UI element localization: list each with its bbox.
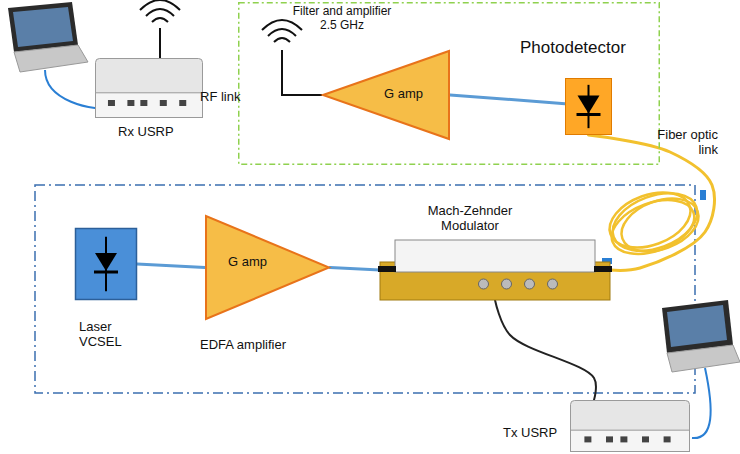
amplifier-triangle: G amp <box>322 50 450 140</box>
usrp-device-outline <box>95 58 203 118</box>
node-label: Tx USRP <box>503 426 569 441</box>
graphic-part <box>571 401 690 452</box>
graphic-part <box>667 345 740 372</box>
graphic-part <box>594 266 612 272</box>
node-label: Photodetector <box>520 38 660 58</box>
laser-box-outline <box>75 228 137 300</box>
graphic-part <box>108 100 115 106</box>
graphic-part <box>96 59 203 118</box>
graphic-part <box>502 279 512 289</box>
photodetector-box-outline <box>565 78 612 135</box>
signal-link <box>450 95 565 104</box>
graphic-part <box>14 45 88 72</box>
graphic-part <box>239 3 660 165</box>
node-label: G amp <box>384 87 444 102</box>
graphic-part <box>577 113 601 116</box>
graphic-part <box>268 29 296 36</box>
graphic-part <box>140 100 147 106</box>
graphic-part <box>159 28 161 58</box>
amplifier-triangle-outline <box>205 215 330 320</box>
laptop-icon <box>8 2 88 72</box>
graphic-part <box>206 216 329 319</box>
graphic-part <box>667 305 727 347</box>
node-label: Laser VCSEL <box>79 320 139 350</box>
fiber-coil <box>602 182 706 264</box>
link-label: RF link <box>200 90 260 105</box>
graphic-part <box>604 190 701 265</box>
graphic-part <box>395 240 595 272</box>
graphic-part <box>127 100 134 106</box>
signal-link <box>137 264 205 268</box>
node-label: Filter and amplifier 2.5 GHz <box>283 5 401 33</box>
graphic-part <box>642 436 649 442</box>
graphic-part <box>94 271 118 274</box>
graphic-part <box>95 253 117 271</box>
antenna-symbol <box>140 0 180 58</box>
signal-link <box>330 268 380 271</box>
graphic-part <box>76 229 137 300</box>
graphic-part <box>262 20 302 30</box>
graphic-part <box>179 100 186 106</box>
antenna-symbol <box>262 20 322 95</box>
modulator-device: Mach-Zehnder Modulator <box>380 240 610 300</box>
graphic-part <box>274 38 290 42</box>
usrp-device-outline <box>570 400 690 452</box>
fiber-connector <box>700 190 706 200</box>
graphic-part <box>282 50 322 95</box>
graphic-part <box>146 9 174 16</box>
amplifier-triangle: G ampEDFA amplifier <box>205 215 330 320</box>
node-label: Rx USRP <box>118 125 208 140</box>
receiver-group: Filter and amplifier 2.5 GHz G amp Photode… <box>238 2 660 165</box>
laptop-icon <box>662 300 740 372</box>
graphic-part <box>566 79 612 135</box>
graphic-part <box>152 18 168 22</box>
graphic-part <box>378 266 396 272</box>
graphic-part <box>13 7 73 47</box>
node-label: G amp <box>228 255 288 270</box>
network-cable <box>692 368 711 438</box>
node-label: EDFA amplifier <box>200 338 330 353</box>
graphic-part <box>548 279 558 289</box>
graphic-part <box>160 100 167 106</box>
graphic-part <box>606 436 613 442</box>
graphic-part <box>96 93 203 118</box>
graphic-part <box>479 279 489 289</box>
transmitter-frame <box>35 185 695 393</box>
usrp-device: Tx USRP <box>570 400 690 452</box>
node-label: Mach-Zehnder Modulator <box>405 204 535 234</box>
graphic-part <box>662 300 733 353</box>
graphic-part <box>140 0 180 10</box>
link-label: Fiber optic link <box>636 128 718 158</box>
laser-box: Laser VCSEL <box>75 228 137 300</box>
signal-link <box>589 135 715 270</box>
modulator-device-outline <box>380 240 610 300</box>
graphic-part <box>664 436 671 442</box>
usrp-device: Rx USRP <box>95 58 203 118</box>
graphic-part <box>8 2 78 52</box>
graphic-part <box>525 279 535 289</box>
graphic-part <box>584 436 591 442</box>
graphic-part <box>620 436 627 442</box>
graphic-part <box>571 430 690 451</box>
photodetector-box: Photodetector <box>565 78 612 135</box>
graphic-part <box>578 96 600 114</box>
signal-link <box>495 300 596 400</box>
graphic-part <box>323 51 449 139</box>
